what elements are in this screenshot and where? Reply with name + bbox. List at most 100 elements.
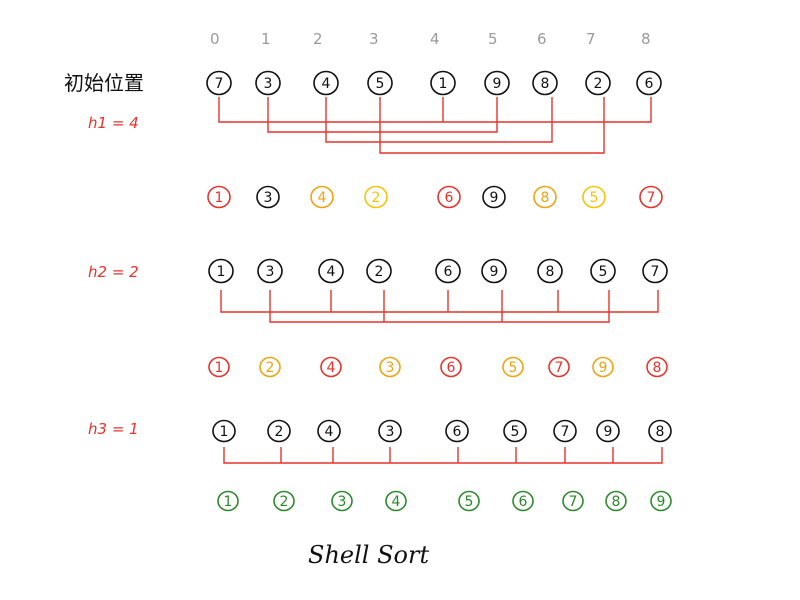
number-circle [430, 70, 456, 96]
number-value: 4 [327, 360, 336, 376]
number-circle [331, 490, 353, 512]
h1-bracket-group-1 [267, 97, 498, 133]
number-node: 2 [585, 70, 611, 96]
number-value: 8 [612, 494, 621, 510]
number-circle [364, 185, 388, 209]
number-node: 6 [435, 258, 461, 284]
number-circle [207, 185, 231, 209]
index-6: 6 [537, 30, 547, 48]
number-value: 9 [657, 494, 666, 510]
number-node: 8 [605, 490, 627, 512]
number-value: 2 [275, 424, 284, 440]
number-value: 5 [599, 264, 608, 280]
number-value: 1 [217, 264, 226, 280]
number-circle [310, 185, 334, 209]
index-0: 0 [210, 30, 220, 48]
number-value: 8 [541, 190, 550, 206]
number-circle [605, 490, 627, 512]
number-circle [317, 419, 341, 443]
number-value: 9 [490, 264, 499, 280]
number-circle [512, 490, 534, 512]
number-node: 7 [562, 490, 584, 512]
h1-bracket-group-2 [325, 97, 553, 143]
number-value: 5 [465, 494, 474, 510]
h2-group-brackets [220, 290, 659, 323]
number-node: 2 [267, 419, 291, 443]
number-circle [562, 490, 584, 512]
number-circle [437, 185, 461, 209]
number-value: 2 [280, 494, 289, 510]
number-node: 3 [379, 356, 401, 378]
h2-bracket-group-even [220, 290, 659, 313]
number-circle [366, 258, 392, 284]
number-circle [440, 356, 462, 378]
number-node: 1 [208, 356, 230, 378]
gap-label-h1: h1 = 4 [88, 114, 139, 132]
number-node: 4 [318, 258, 344, 284]
index-4: 4 [430, 30, 440, 48]
number-circle [582, 185, 606, 209]
number-value: 9 [604, 424, 613, 440]
number-node: 5 [590, 258, 616, 284]
number-circle [378, 419, 402, 443]
number-circle [217, 490, 239, 512]
h2-bracket-group-odd [269, 290, 610, 323]
index-1: 1 [261, 30, 271, 48]
number-node: 2 [259, 356, 281, 378]
number-circle [596, 419, 620, 443]
number-circle [548, 356, 570, 378]
index-3: 3 [369, 30, 379, 48]
number-node: 2 [364, 185, 388, 209]
number-node: 7 [639, 185, 663, 209]
number-value: 4 [322, 76, 331, 92]
number-node: 1 [217, 490, 239, 512]
number-node: 9 [484, 70, 510, 96]
index-2: 2 [313, 30, 323, 48]
number-circle [585, 70, 611, 96]
number-node: 9 [650, 490, 672, 512]
number-circle [208, 258, 234, 284]
number-circle [255, 70, 281, 96]
number-value: 1 [439, 76, 448, 92]
number-node: 2 [273, 490, 295, 512]
number-circle [379, 356, 401, 378]
number-circle [318, 258, 344, 284]
number-node: 4 [317, 419, 341, 443]
number-value: 4 [318, 190, 327, 206]
number-node: 6 [445, 419, 469, 443]
number-node: 3 [255, 70, 281, 96]
number-value: 5 [590, 190, 599, 206]
number-circle [435, 258, 461, 284]
number-value: 9 [493, 76, 502, 92]
index-7: 7 [586, 30, 596, 48]
number-node: 5 [503, 419, 527, 443]
number-node: 2 [366, 258, 392, 284]
number-circle [592, 356, 614, 378]
number-circle [212, 419, 236, 443]
number-value: 3 [386, 424, 395, 440]
number-circle [257, 258, 283, 284]
number-circle [648, 419, 672, 443]
number-value: 8 [541, 76, 550, 92]
number-value: 2 [266, 360, 275, 376]
number-circle [445, 419, 469, 443]
number-node: 3 [378, 419, 402, 443]
number-value: 6 [445, 190, 454, 206]
number-circle [208, 356, 230, 378]
number-circle [313, 70, 339, 96]
number-value: 7 [651, 264, 660, 280]
number-circle [532, 70, 558, 96]
number-value: 7 [215, 76, 224, 92]
number-node: 3 [331, 490, 353, 512]
h3-bracket-group-all [223, 447, 663, 464]
number-node: 6 [437, 185, 461, 209]
number-circle [533, 185, 557, 209]
number-value: 8 [653, 360, 662, 376]
h1-bracket-group-0 [218, 97, 652, 123]
number-value: 6 [447, 360, 456, 376]
index-5: 5 [488, 30, 498, 48]
number-circle [553, 419, 577, 443]
